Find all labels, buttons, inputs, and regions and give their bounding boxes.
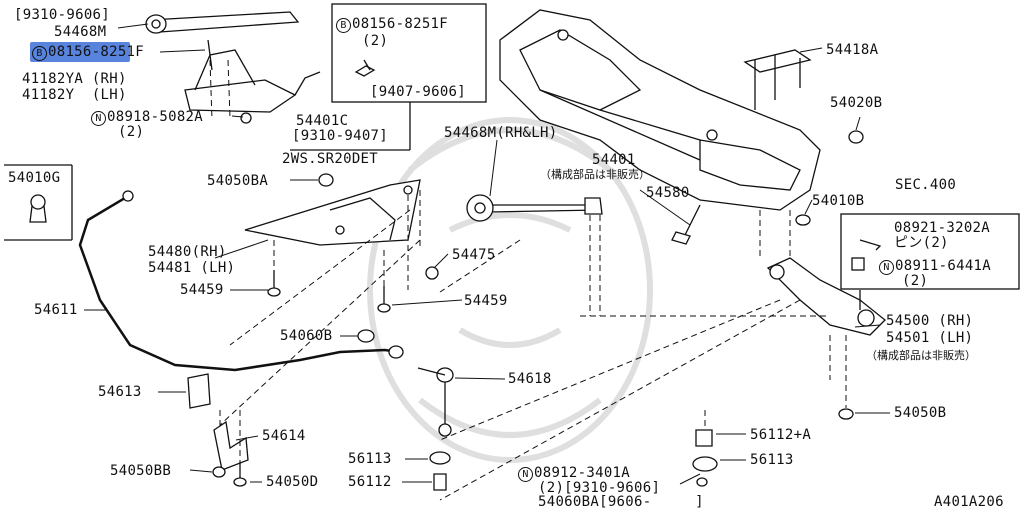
label-part-54060b[interactable]: 54060B [280, 328, 333, 344]
label-part-54611[interactable]: 54611 [34, 302, 78, 318]
bracket-41182 [145, 11, 321, 124]
label-part-54475[interactable]: 54475 [452, 247, 496, 263]
label-qty-2-box: (2) [362, 33, 389, 49]
label-part-54468m-top[interactable]: 54468M [54, 24, 107, 40]
label-text-08918-5082a: 08918-5082A [107, 109, 204, 125]
bush-54010g [4, 164, 73, 241]
label-pin-2: ピン(2) [894, 235, 949, 251]
label-part-54020b[interactable]: 54020B [830, 95, 883, 111]
label-date-9310-9407: [9310-9407] [292, 128, 389, 144]
b-circle-icon: B [32, 46, 47, 61]
label-part-54050d[interactable]: 54050D [266, 474, 319, 490]
label-text-08156-8251f-left: 08156-8251F [48, 44, 145, 60]
label-diagram-id: A401A206 [934, 494, 1004, 510]
n-circle-icon-bottom: N [518, 467, 533, 482]
washer-54050ba [318, 173, 334, 187]
sway-bar-54611 [78, 193, 399, 372]
label-part-54459-left[interactable]: 54459 [180, 282, 224, 298]
label-part-54618[interactable]: 54618 [508, 371, 552, 387]
label-date-9310-9606: [9310-9606] [14, 7, 111, 23]
label-part-41182ya[interactable]: 41182YA (RH) [22, 71, 127, 87]
highlight-selected-part [30, 42, 130, 62]
label-part-54500[interactable]: 54500 (RH) [886, 313, 974, 329]
label-part-54501[interactable]: 54501 (LH) [886, 330, 974, 346]
crossmember-54401 [499, 9, 821, 211]
watermark-emblem [367, 117, 653, 463]
label-sec-400[interactable]: SEC.400 [895, 177, 957, 193]
label-date-9407-9606: [9407-9606] [370, 84, 467, 100]
n-circle-icon-sec: N [879, 260, 894, 275]
label-part-54580[interactable]: 54580 [646, 185, 690, 201]
label-part-54401c[interactable]: 54401C [296, 113, 349, 129]
label-part-54050b[interactable]: 54050B [894, 405, 947, 421]
label-qty-2-date: (2)[9310-9606] [538, 480, 661, 496]
label-part-54613[interactable]: 54613 [98, 384, 142, 400]
label-part-54010g[interactable]: 54010G [8, 170, 61, 186]
label-qty-2-sec: (2) [902, 273, 929, 289]
label-text-08912-3401a: 08912-3401A [534, 465, 631, 481]
label-part-54459-mid[interactable]: 54459 [464, 293, 508, 309]
label-part-54010b[interactable]: 54010B [812, 193, 865, 209]
n-circle-icon: N [91, 111, 106, 126]
label-part-54401[interactable]: 54401 [592, 152, 636, 168]
label-text-08156-8251f-box: 08156-8251F [352, 16, 449, 32]
label-part-56113-left[interactable]: 56113 [348, 451, 392, 467]
label-part-08921-3202a[interactable]: 08921-3202A [894, 220, 991, 236]
inset-box-bolt [331, 3, 487, 103]
label-not-sold-separately-2: （構成部品は非販売） [866, 349, 976, 362]
label-part-54614[interactable]: 54614 [262, 428, 306, 444]
leader-lines [84, 23, 890, 485]
stab-link-54618 [417, 367, 454, 437]
label-part-56112[interactable]: 56112 [348, 474, 392, 490]
label-part-54481[interactable]: 54481 (LH) [148, 260, 236, 276]
mount-bush-54613 [187, 373, 211, 409]
bumpers-right [692, 429, 718, 472]
label-part-54050ba[interactable]: 54050BA [207, 173, 269, 189]
label-not-sold-separately: （構成部品は非販売） [540, 168, 650, 181]
inset-box-sec400 [840, 213, 1020, 290]
bolt-54580 [671, 204, 701, 245]
b-circle-icon-box: B [336, 18, 351, 33]
inset-bolt [354, 59, 376, 77]
label-part-56112a[interactable]: 56112+A [750, 427, 812, 443]
bracket-54480 [244, 179, 421, 246]
label-part-41182y[interactable]: 41182Y (LH) [22, 87, 127, 103]
studs-54418a [743, 49, 812, 110]
label-part-54468m-rhlh[interactable]: 54468M(RH&LH) [444, 125, 558, 141]
dashed-lines [209, 59, 847, 501]
label-part-54050bb[interactable]: 54050BB [110, 463, 172, 479]
label-part-54418a[interactable]: 54418A [826, 42, 879, 58]
label-text-08911-6441a: 08911-6441A [895, 258, 992, 274]
label-part-56113-right[interactable]: 56113 [750, 452, 794, 468]
clamp-54614 [213, 420, 249, 471]
lower-arm-54500 [766, 257, 886, 336]
label-part-54480[interactable]: 54480(RH) [148, 244, 227, 260]
link-54468m [466, 194, 603, 222]
label-2ws-sr20det: 2WS.SR20DET [282, 151, 379, 167]
nut-54020b [848, 130, 864, 144]
label-qty-2-left: (2) [118, 124, 145, 140]
small-bolts [212, 214, 854, 491]
label-part-54060ba[interactable]: 54060BA[9606- ] [538, 494, 704, 510]
